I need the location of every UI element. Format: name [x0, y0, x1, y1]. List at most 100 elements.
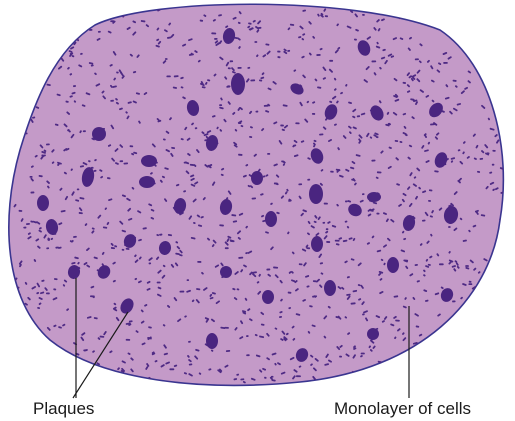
- cell: [493, 51, 497, 54]
- cell: [495, 361, 498, 363]
- cell: [416, 351, 420, 355]
- cell: [46, 341, 51, 345]
- cell: [22, 94, 27, 96]
- cell: [18, 89, 22, 93]
- cell: [460, 349, 464, 352]
- cell: [60, 10, 64, 13]
- cell: [267, 153, 270, 155]
- cell: [371, 160, 375, 162]
- cell: [428, 344, 432, 348]
- cell: [15, 325, 18, 327]
- cell: [83, 369, 87, 374]
- cell: [58, 33, 62, 36]
- cell: [450, 343, 454, 346]
- cell: [54, 45, 59, 48]
- cell: [415, 58, 419, 60]
- cell: [157, 282, 161, 284]
- cell: [464, 8, 469, 12]
- cell: [492, 258, 496, 260]
- cell: [228, 67, 231, 69]
- cell: [299, 263, 303, 265]
- cell: [53, 45, 57, 49]
- cell: [335, 240, 340, 242]
- cell: [481, 29, 484, 33]
- cell: [21, 355, 26, 358]
- cell: [471, 9, 475, 13]
- cell: [214, 38, 218, 40]
- cell: [55, 247, 59, 249]
- cell: [383, 371, 386, 375]
- cell: [451, 350, 456, 354]
- cell: [127, 380, 131, 382]
- cell: [446, 342, 451, 347]
- cell: [252, 197, 257, 199]
- cell: [29, 73, 34, 77]
- cell: [61, 33, 64, 35]
- cell: [489, 67, 493, 69]
- cell: [469, 9, 473, 13]
- cell: [53, 49, 56, 52]
- cell: [19, 82, 24, 84]
- cell: [479, 22, 484, 26]
- cell: [166, 76, 170, 78]
- cell: [491, 96, 495, 98]
- cell: [21, 357, 24, 361]
- cell: [46, 18, 49, 20]
- cell: [32, 38, 36, 41]
- cell: [377, 171, 382, 173]
- cell: [34, 95, 37, 98]
- cell: [66, 25, 70, 28]
- cell: [29, 61, 34, 65]
- cell: [38, 346, 41, 349]
- cell: [211, 32, 216, 34]
- cell: [481, 36, 484, 39]
- cell: [493, 325, 498, 330]
- cell: [487, 39, 491, 43]
- cell: [298, 183, 302, 185]
- cell: [446, 330, 450, 335]
- cell: [237, 67, 241, 69]
- cell: [465, 265, 469, 267]
- cell: [339, 356, 342, 358]
- cell: [45, 32, 49, 37]
- cell: [500, 298, 503, 300]
- cell: [459, 29, 463, 32]
- cell: [476, 9, 479, 12]
- cell: [25, 49, 29, 51]
- cell: [65, 376, 69, 378]
- cell: [421, 15, 425, 19]
- cell: [324, 203, 328, 205]
- cell: [14, 126, 17, 129]
- cell: [448, 26, 452, 29]
- cell: [105, 372, 109, 374]
- cell: [51, 381, 55, 384]
- cell: [89, 29, 92, 31]
- cell: [326, 228, 329, 230]
- plaque: [265, 211, 277, 227]
- cell: [83, 130, 86, 132]
- cell: [473, 48, 476, 51]
- cell: [50, 59, 53, 61]
- cell: [465, 311, 469, 315]
- cell: [463, 46, 466, 49]
- cell: [473, 307, 478, 310]
- cell: [404, 260, 408, 262]
- cell: [165, 58, 168, 60]
- cell: [112, 13, 117, 17]
- cell: [246, 335, 249, 337]
- cell: [224, 327, 229, 329]
- plaque: [324, 280, 336, 296]
- cell: [75, 27, 79, 32]
- cell: [489, 42, 492, 46]
- cell: [296, 375, 301, 377]
- cell: [60, 52, 63, 54]
- cell: [30, 191, 34, 193]
- cell: [497, 65, 501, 69]
- cell: [61, 361, 65, 364]
- cell: [27, 324, 30, 327]
- cell: [467, 16, 470, 20]
- plaque: [206, 333, 218, 349]
- cell: [484, 18, 488, 23]
- cell: [393, 361, 398, 364]
- cell: [361, 353, 365, 355]
